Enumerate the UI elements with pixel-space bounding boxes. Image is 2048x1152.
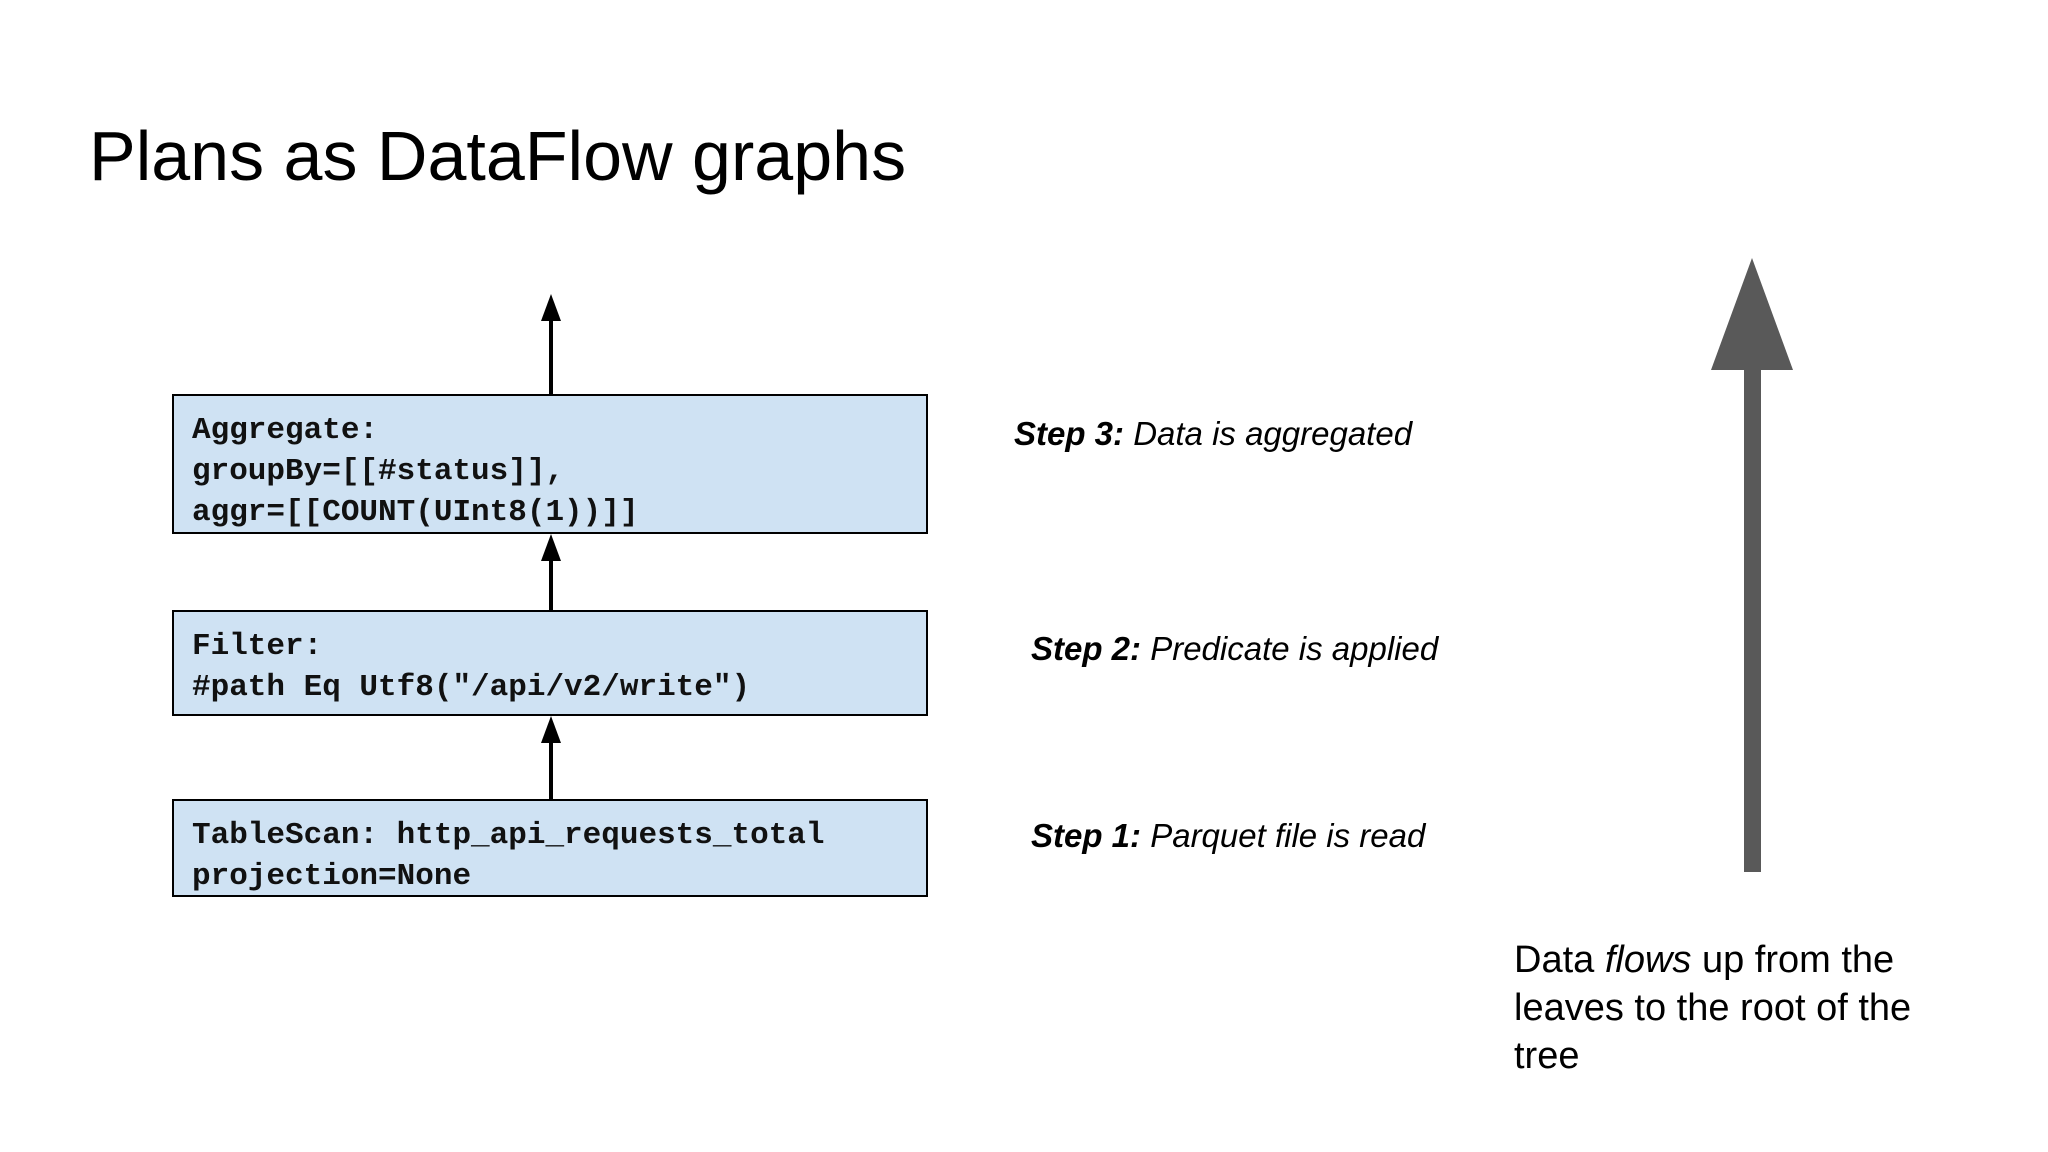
step-1-label: Step 1: Parquet file is read [1031, 816, 1425, 856]
node-line: groupBy=[[#status]], [192, 454, 565, 489]
step-2-label: Step 2: Predicate is applied [1031, 629, 1438, 669]
step-description: Predicate is applied [1150, 630, 1439, 667]
node-line: projection=None [192, 859, 472, 894]
node-line: Aggregate: [192, 413, 379, 448]
arrow-up-icon [541, 534, 561, 610]
caption-text: up from the leaves to the root of the tr… [1514, 939, 1912, 1077]
step-description: Data is aggregated [1133, 415, 1413, 452]
filter-node: Filter: #path Eq Utf8("/api/v2/write") [172, 610, 928, 716]
arrow-up-icon [541, 294, 561, 394]
page-title: Plans as DataFlow graphs [89, 117, 907, 195]
caption-text: Data [1514, 939, 1605, 981]
step-number: Step 3: [1014, 415, 1125, 452]
flow-caption: Data flows up from the leaves to the roo… [1514, 936, 1974, 1080]
arrow-up-icon [541, 716, 561, 799]
caption-emphasis: flows [1604, 939, 1692, 981]
step-description: Parquet file is read [1150, 817, 1426, 854]
step-number: Step 1: [1031, 817, 1142, 854]
node-line: aggr=[[COUNT(UInt8(1))]] [192, 495, 639, 530]
node-line: Filter: [192, 629, 323, 664]
node-line: #path Eq Utf8("/api/v2/write") [192, 670, 751, 705]
aggregate-node: Aggregate: groupBy=[[#status]], aggr=[[C… [172, 394, 928, 534]
step-3-label: Step 3: Data is aggregated [1014, 414, 1412, 454]
table-scan-node: TableScan: http_api_requests_total proje… [172, 799, 928, 897]
step-number: Step 2: [1031, 630, 1142, 667]
node-line: TableScan: http_api_requests_total [192, 818, 825, 853]
thick-arrow-up-icon [1711, 258, 1793, 872]
